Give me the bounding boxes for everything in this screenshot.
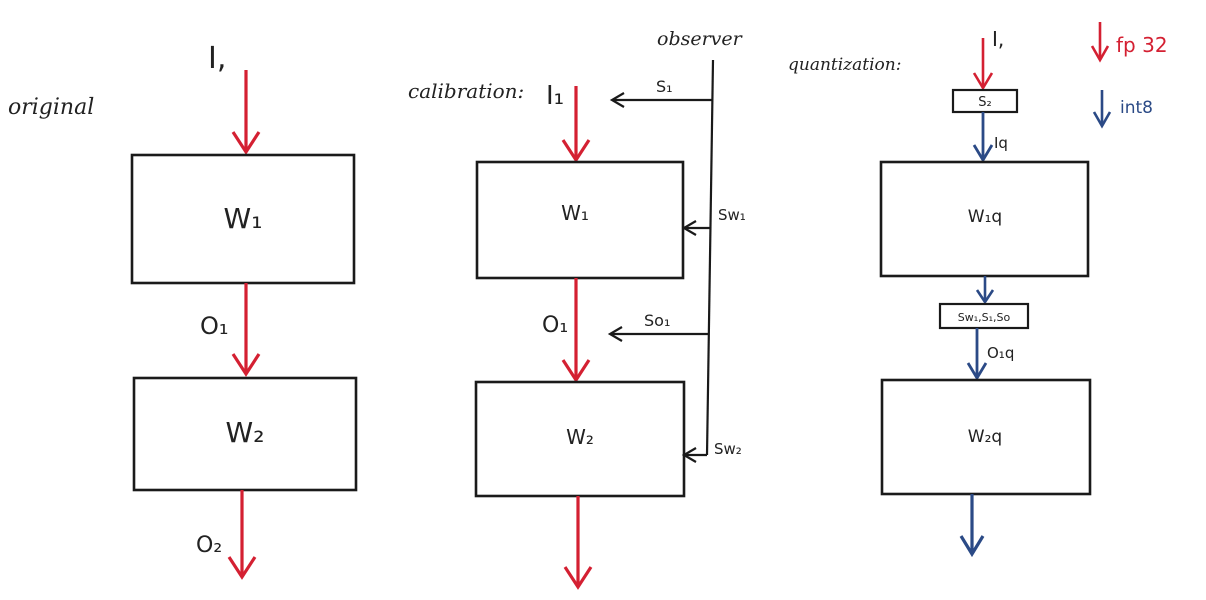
original-w1-box (130, 153, 356, 285)
original-o1-arrowhead (231, 353, 261, 377)
original-o2-label: O₂ (196, 533, 222, 558)
w1q-out-arrowhead (975, 289, 995, 305)
calibration-input-label: I₁ (546, 81, 564, 111)
o1q-arrowhead (966, 362, 988, 381)
scale-in-box (951, 88, 1019, 114)
quantization-input-label: I, (992, 27, 1004, 51)
s1-label: S₁ (656, 77, 673, 96)
scale-mid-box (938, 302, 1030, 330)
quantization-input-arrowhead (972, 72, 994, 91)
calibration-panel: calibration: I₁ observer S₁ W₁ Sw₁ O₁ So… (408, 28, 746, 590)
w2q-label: W₂q (968, 427, 1002, 447)
w2q-box (880, 378, 1092, 496)
original-w2-label: W₂ (226, 416, 265, 449)
quantization-output-arrowhead (959, 535, 985, 558)
o1q-label: O₁q (987, 344, 1014, 362)
w1q-box (879, 160, 1090, 278)
calibration-title: calibration: (408, 79, 524, 103)
sw2-arrowhead (681, 447, 697, 463)
original-o1-label: O₁ (200, 312, 229, 340)
original-title: original (8, 95, 94, 120)
calibration-o1-arrowhead (561, 359, 591, 383)
legend-fp32-label: fp 32 (1116, 33, 1168, 57)
calibration-input-arrowhead (561, 139, 591, 163)
original-o2-arrowhead (227, 556, 257, 580)
scale-in-label: S₂ (978, 95, 991, 110)
w1q-label: W₁q (968, 207, 1002, 227)
iq-label: Iq (994, 134, 1008, 152)
calibration-w1-label: W₁ (561, 201, 589, 225)
so1-label: So₁ (644, 311, 670, 330)
original-w1-label: W₁ (224, 202, 263, 235)
legend-fp32-arrowhead (1090, 45, 1110, 63)
original-panel: original I, W₁ O₁ W₂ O₂ (8, 41, 358, 580)
calibration-o1-label: O₁ (542, 313, 568, 338)
so1-arrowhead (607, 326, 623, 342)
observer-label: observer (657, 28, 744, 50)
quantization-panel: quantization: I, S₂ Iq W₁q Sw₁,S₁,So O₁q… (788, 27, 1092, 558)
original-input-arrowhead (231, 131, 261, 155)
sw1-arrowhead (681, 220, 697, 236)
quantization-title: quantization: (788, 55, 901, 75)
sw1-label: Sw₁ (718, 206, 746, 224)
calibration-w2-label: W₂ (566, 425, 594, 449)
original-w2-box (132, 376, 358, 492)
observer-line (705, 59, 715, 456)
calibration-output-arrowhead (563, 566, 593, 590)
s1-arrowhead (609, 92, 625, 108)
legend-int8-label: int8 (1120, 98, 1153, 118)
scale-mid-label: Sw₁,S₁,So (958, 311, 1011, 324)
iq-arrowhead (972, 144, 994, 163)
legend: fp 32 int8 (1090, 22, 1168, 129)
calibration-w1-box (475, 160, 685, 280)
legend-int8-arrowhead (1092, 111, 1112, 129)
sw2-label: Sw₂ (714, 440, 742, 458)
calibration-w2-box (474, 380, 686, 498)
original-input-label: I, (208, 41, 226, 76)
